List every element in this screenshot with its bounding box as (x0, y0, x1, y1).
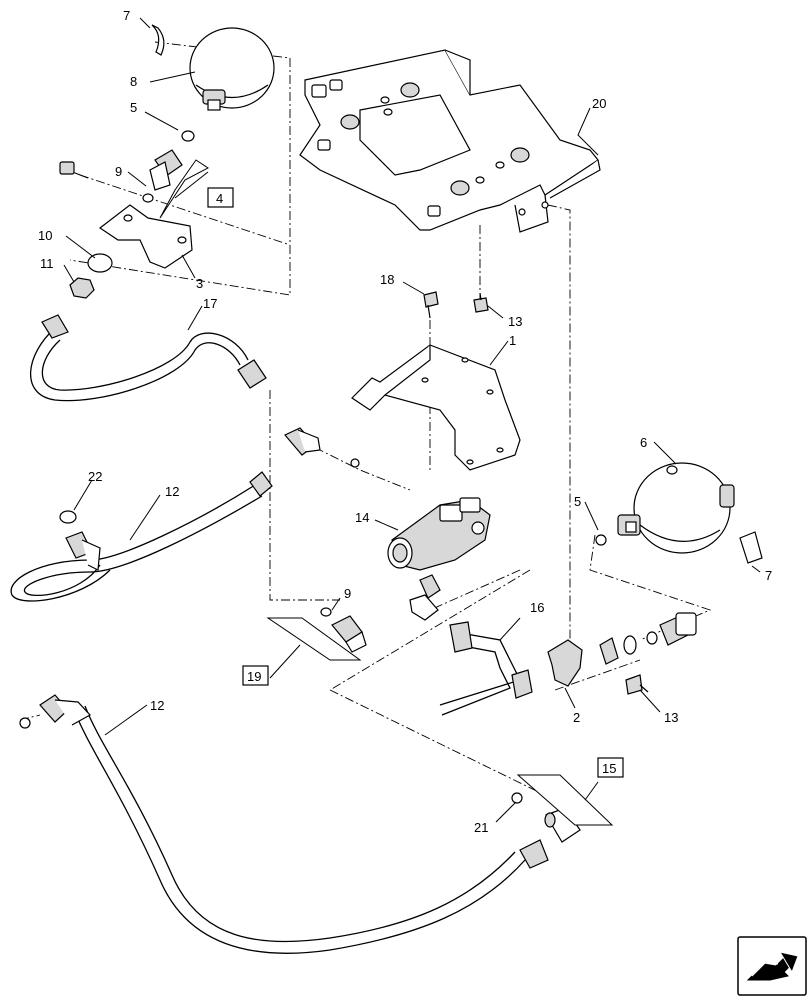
o-ring-mid (350, 458, 360, 468)
callout-9-top: 9 (115, 164, 122, 179)
group-frame-15 (516, 774, 614, 826)
callout-16: 16 (530, 600, 544, 615)
callout-20: 20 (592, 96, 606, 111)
callout-17: 17 (203, 296, 217, 311)
bolt-13-top (473, 292, 489, 313)
elbow-fitting-mid (284, 427, 321, 456)
o-ring-21 (511, 792, 523, 804)
callout-9-lower: 9 (344, 586, 351, 601)
group-frame-19 (266, 617, 362, 661)
pipe-16 (439, 621, 533, 716)
o-ring-5-right (595, 534, 607, 546)
ref-box-15[interactable]: 15 (597, 757, 624, 778)
callout-12-bottom: 12 (150, 698, 164, 713)
ref-label-15: 15 (602, 761, 616, 776)
callout-13-top: 13 (508, 314, 522, 329)
bolt-left (59, 161, 89, 179)
callout-12-mid: 12 (165, 484, 179, 499)
accumulator-right (617, 462, 735, 554)
hose-upper (30, 314, 267, 402)
label-tag-top (151, 24, 165, 56)
ref-label-4: 4 (216, 191, 223, 206)
callout-7-right: 7 (765, 568, 772, 583)
callout-5-right: 5 (574, 494, 581, 509)
callout-14: 14 (355, 510, 369, 525)
callout-labels: 7 8 5 9 10 11 3 17 20 18 13 1 6 5 7 22 1… (38, 8, 772, 835)
ref-label-19: 19 (247, 669, 261, 684)
callout-10: 10 (38, 228, 52, 243)
callout-18: 18 (380, 272, 394, 287)
elbow-fitting-valve (409, 574, 441, 621)
bracket-plate (299, 49, 601, 233)
o-ring-22 (59, 510, 77, 524)
callout-1: 1 (509, 333, 516, 348)
callout-11: 11 (40, 256, 54, 271)
callout-2: 2 (573, 710, 580, 725)
mount-bracket (351, 344, 521, 471)
washer (87, 253, 113, 273)
accumulator-top (189, 27, 275, 111)
callout-8: 8 (130, 74, 137, 89)
callout-13-lower: 13 (664, 710, 678, 725)
adapter-fitting-lower (331, 615, 367, 653)
group-frame-4 (159, 159, 209, 219)
label-tag-right (739, 531, 763, 564)
bolt-13-lower (625, 674, 649, 695)
callout-7-top: 7 (123, 8, 130, 23)
fitting-stack-right (599, 612, 697, 665)
next-page-arrow-icon[interactable] (737, 936, 807, 996)
nut (69, 277, 95, 299)
callout-21: 21 (474, 820, 488, 835)
hose-long (19, 694, 549, 954)
clip-bracket (547, 639, 583, 687)
bolt-18 (423, 291, 439, 319)
ref-box-4[interactable]: 4 (207, 187, 234, 208)
small-bracket (98, 204, 193, 269)
leader-lines (63, 17, 761, 823)
adapter-fitting-top (142, 149, 183, 203)
callout-3: 3 (196, 276, 203, 291)
callout-22: 22 (88, 469, 102, 484)
solenoid-valve (387, 497, 491, 571)
callout-6: 6 (640, 435, 647, 450)
o-ring-9-lower (320, 607, 332, 617)
hose-middle (10, 471, 273, 602)
callout-5-top: 5 (130, 100, 137, 115)
ref-box-19[interactable]: 19 (242, 665, 269, 686)
o-ring-top (181, 130, 195, 142)
